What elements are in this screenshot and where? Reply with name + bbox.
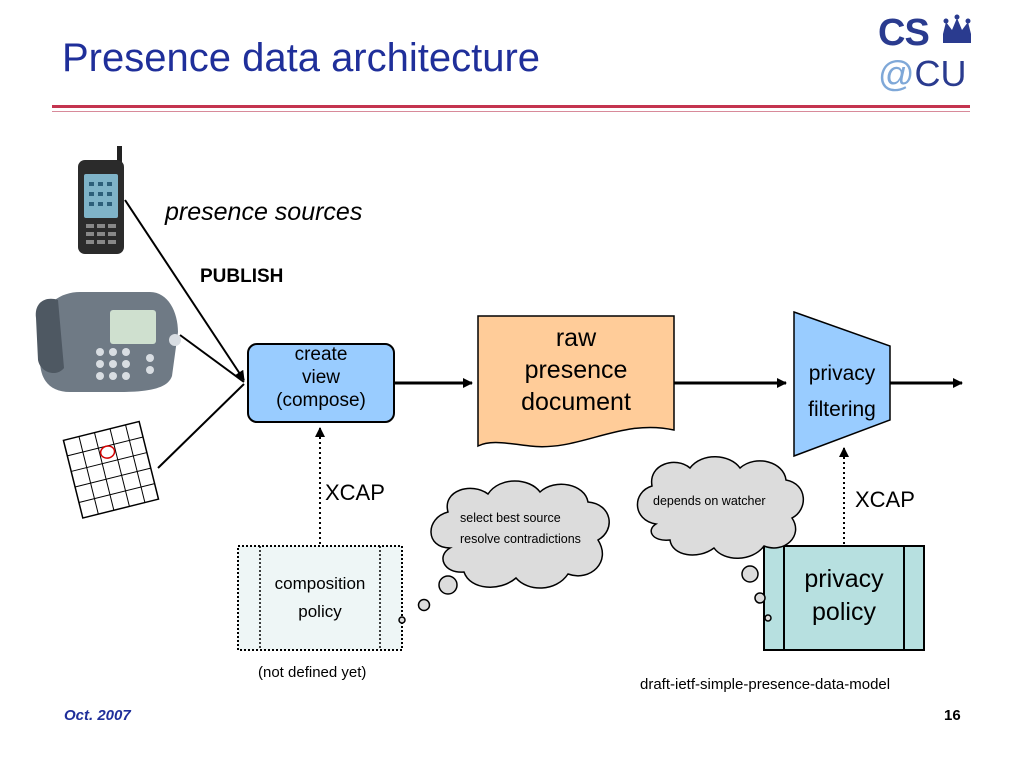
page-title: Presence data architecture <box>62 36 541 80</box>
logo-cu-text: CU <box>914 53 967 94</box>
footer-date: Oct. 2007 <box>64 707 131 724</box>
privacy-policy-label: privacy policy <box>764 563 924 628</box>
composition-policy-box <box>237 545 403 651</box>
source-line-mobile <box>124 199 245 381</box>
source-line-deskphone <box>179 334 245 383</box>
privacy-filtering-line1: privacy <box>808 362 876 385</box>
header-rule <box>52 105 970 108</box>
mobile-phone-icon <box>78 146 124 254</box>
thought-cloud-privacy <box>636 456 805 622</box>
publish-label: PUBLISH <box>200 266 284 287</box>
create-view-line2: view <box>301 366 340 388</box>
raw-presence-document <box>477 315 675 448</box>
composition-policy-label: composition policy <box>238 570 402 626</box>
source-line-calendar <box>157 383 245 469</box>
privacy-thought-text: depends on watcher <box>653 494 766 508</box>
raw-line3: document <box>521 388 631 416</box>
privacy-filtering-shape <box>793 310 891 458</box>
desk-phone-icon <box>35 292 181 392</box>
compose-thought-line1: select best source <box>460 511 561 525</box>
xcap-right-label: XCAP <box>855 487 915 512</box>
draft-reference: draft-ietf-simple-presence-data-model <box>640 676 891 693</box>
privacy-filtering-line2: filtering <box>808 397 876 421</box>
header-rule-thin <box>52 111 970 112</box>
crown-icon <box>943 14 971 43</box>
privacy-policy-line2: policy <box>812 597 876 626</box>
logo-cu: @CU <box>878 56 967 92</box>
composition-line2: policy <box>298 602 342 622</box>
page-number: 16 <box>944 707 961 724</box>
privacy-policy-line1: privacy <box>804 565 884 593</box>
logo-at: @ <box>878 53 915 94</box>
presence-sources-label: presence sources <box>165 198 363 226</box>
calendar-icon <box>62 420 160 519</box>
privacy-policy-box <box>763 545 925 651</box>
not-defined-note: (not defined yet) <box>258 664 367 681</box>
create-view-line1: create <box>294 344 348 365</box>
raw-document-label: raw presence document <box>478 322 674 418</box>
raw-line1: raw <box>555 324 597 352</box>
create-view-line3: (compose) <box>276 389 366 411</box>
privacy-filtering-label: privacy filtering <box>792 356 892 427</box>
xcap-left-label: XCAP <box>325 480 385 505</box>
composition-line1: composition <box>274 574 366 593</box>
logo-cs: CS <box>878 12 930 54</box>
compose-thought-line2: resolve contradictions <box>460 531 581 546</box>
create-view-label: create view (compose) <box>248 344 394 412</box>
thought-cloud-compose <box>398 480 610 624</box>
raw-line2: presence <box>524 356 628 384</box>
compose-thought-text: select best source resolve contradiction… <box>460 508 581 549</box>
